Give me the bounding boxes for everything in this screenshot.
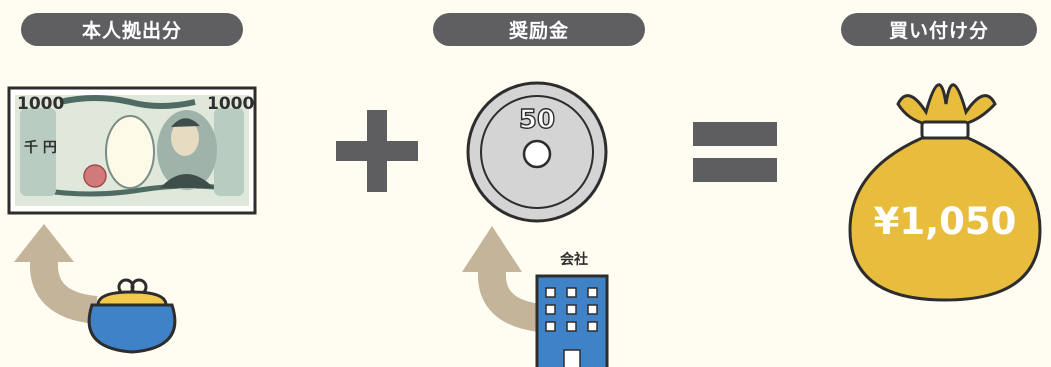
coin-value: 50 — [519, 105, 555, 135]
label-self-contribution: 本人拠出分 — [21, 13, 243, 46]
label-purchase: 買い付け分 — [841, 13, 1037, 46]
money-bag-icon: ¥1,050 — [848, 83, 1042, 302]
banknote-denomination: 千 円 — [24, 139, 57, 156]
arrow-up-icon-2 — [462, 226, 543, 332]
equals-icon — [693, 122, 777, 182]
building-icon — [535, 274, 609, 367]
label-incentive: 奨励金 — [433, 13, 645, 46]
purse-icon — [87, 278, 177, 354]
banknote-icon: 1000 1000 千 円 — [7, 86, 257, 215]
banknote-value-left: 1000 — [17, 94, 64, 114]
plus-icon — [336, 110, 418, 192]
coin-icon: 50 — [466, 81, 608, 223]
bag-amount: ¥1,050 — [874, 200, 1017, 243]
banknote-value-right: 1000 — [207, 94, 254, 114]
arrow-up-icon — [14, 224, 98, 324]
company-label: 会社 — [560, 251, 588, 268]
